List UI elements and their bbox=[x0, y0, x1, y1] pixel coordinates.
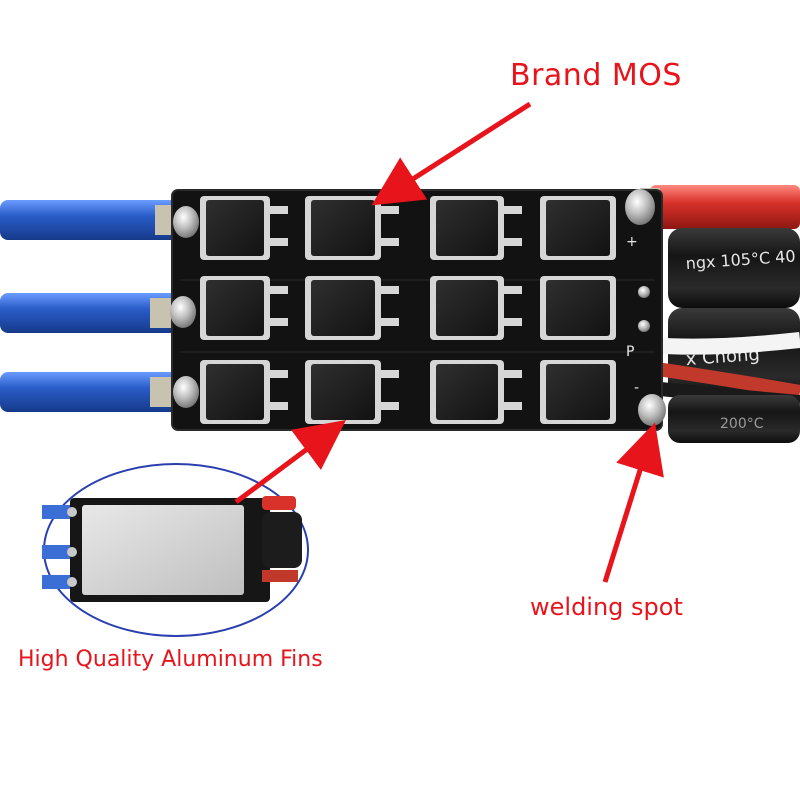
aluminum-fins-label: High Quality Aluminum Fins bbox=[18, 647, 323, 672]
mosfet bbox=[305, 196, 399, 260]
mosfet bbox=[200, 276, 288, 340]
brand-mos-label: Brand MOS bbox=[510, 58, 682, 93]
aluminum-fin-plate bbox=[82, 505, 244, 595]
mosfet-array bbox=[200, 196, 616, 424]
solder-joints bbox=[170, 189, 666, 426]
aluminum-fins-inset bbox=[42, 463, 309, 637]
mosfet bbox=[430, 360, 522, 424]
pcb-mark-minus: - bbox=[634, 380, 639, 396]
signal-wires: 200°C bbox=[649, 332, 800, 443]
arrow-brand-mos bbox=[371, 101, 532, 206]
arrow-aluminum-fins bbox=[234, 420, 347, 505]
pcb-mark-plus: + bbox=[626, 234, 638, 250]
welding-spot-label: welding spot bbox=[530, 593, 683, 621]
motor-wire-2 bbox=[0, 293, 180, 333]
arrow-welding-spot bbox=[602, 422, 664, 583]
svg-text:200°C: 200°C bbox=[720, 416, 764, 432]
mosfet bbox=[200, 360, 288, 424]
capacitor-1 bbox=[668, 228, 800, 308]
power-wire-red bbox=[640, 185, 800, 229]
welding-spot-joint bbox=[638, 394, 666, 426]
motor-wire-3 bbox=[0, 372, 180, 412]
mosfet bbox=[430, 196, 522, 260]
mosfet bbox=[540, 360, 616, 424]
pcb-markings: + - P bbox=[626, 234, 639, 396]
mosfet bbox=[540, 196, 616, 260]
motor-wires bbox=[0, 200, 185, 412]
mosfet bbox=[305, 360, 399, 424]
mosfet bbox=[430, 276, 522, 340]
mosfet bbox=[200, 196, 288, 260]
mosfet bbox=[305, 276, 399, 340]
annotation-arrows bbox=[234, 101, 664, 583]
motor-wire-1 bbox=[0, 200, 185, 240]
mosfet bbox=[540, 276, 616, 340]
pcb-mark-p: P bbox=[626, 344, 634, 360]
